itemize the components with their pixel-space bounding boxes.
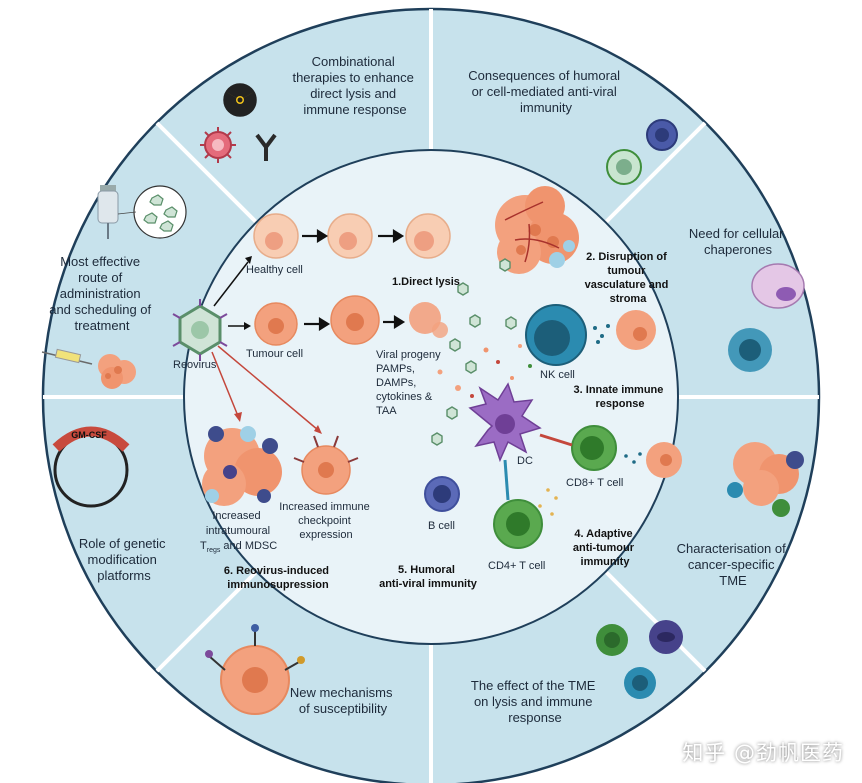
label-immunosuppression: 6. Reovirus-induced immunosupression bbox=[224, 565, 332, 591]
label-cd4: CD4+ T cell bbox=[488, 560, 545, 572]
label-reovirus: Reovirus bbox=[173, 359, 217, 371]
iv-bag-icon bbox=[97, 185, 119, 239]
label-b-cell: B cell bbox=[428, 520, 455, 532]
label-healthy-cell: Healthy cell bbox=[246, 264, 303, 276]
label-tregs: Increased intratumoural bbox=[206, 510, 270, 537]
label-combinational: Combinational therapies to enhance direc… bbox=[292, 54, 417, 117]
mechanism-tumour-icon bbox=[205, 624, 305, 715]
tumour-arrows bbox=[304, 315, 406, 331]
inner-disc bbox=[183, 149, 679, 645]
gmcsf-label: GM-CSF bbox=[71, 430, 107, 440]
reovirus-particle bbox=[172, 299, 228, 361]
viral-progeny-particles bbox=[431, 258, 517, 446]
label-viral-progeny: Viral progeny PAMPs, DAMPs, cytokines & … bbox=[376, 349, 444, 417]
treg-mdsc-cluster bbox=[202, 426, 282, 506]
segment-dividers bbox=[43, 9, 819, 783]
radiation-icon bbox=[223, 83, 257, 117]
label-direct-lysis: 1.Direct lysis bbox=[392, 276, 460, 288]
cd4-t-cell bbox=[493, 459, 543, 549]
label-disruption: 2. Disruption of tumour vasculature and … bbox=[585, 251, 672, 305]
chaperone-cells-icon bbox=[728, 263, 805, 372]
label-consequences: Consequences of humoral or cell-mediated… bbox=[468, 68, 623, 115]
label-mechanisms: New mechanisms of susceptibility bbox=[290, 685, 396, 716]
healthy-cells-row bbox=[253, 213, 451, 259]
reovirus-arrows bbox=[211, 256, 322, 434]
plasmid-icon bbox=[52, 426, 130, 508]
label-humoral: 5. Humoral anti-viral immunity bbox=[379, 564, 478, 590]
tme-cluster-icon bbox=[727, 442, 804, 517]
label-nk-cell: NK cell bbox=[540, 369, 575, 381]
cd8-t-cell bbox=[539, 425, 682, 478]
label-genetic: Role of genetic modification platforms bbox=[79, 536, 169, 583]
label-tumour-cell: Tumour cell bbox=[246, 348, 303, 360]
tumour-cells-row bbox=[254, 295, 448, 346]
healthy-arrows bbox=[302, 229, 405, 243]
antibody-icon bbox=[255, 133, 277, 161]
label-checkpoint: Increased immune checkpoint expression bbox=[279, 501, 373, 541]
debris-dots bbox=[437, 344, 558, 516]
label-dc: DC bbox=[517, 455, 533, 467]
consequences-cells-icon bbox=[606, 119, 678, 185]
label-route: Most effective route of administration a… bbox=[49, 254, 155, 333]
label-cd8: CD8+ T cell bbox=[566, 477, 623, 489]
label-tregs-mdsc: Tregs and MDSC bbox=[200, 540, 277, 554]
tumour-cluster-icon bbox=[98, 354, 136, 389]
syringe-icon bbox=[41, 348, 93, 365]
dendritic-cell bbox=[468, 382, 542, 463]
label-tme-characterisation: Characterisation of cancer-specific TME bbox=[677, 541, 790, 588]
checkpoint-tumour bbox=[293, 435, 359, 495]
watermark: 知乎 @劲帆医药 bbox=[682, 741, 844, 765]
label-tme-effect: The effect of the TME on lysis and immun… bbox=[471, 678, 599, 725]
tme-effect-cells-icon bbox=[596, 620, 683, 699]
b-cell bbox=[424, 476, 460, 512]
virus-zoom-icon bbox=[133, 185, 187, 239]
label-adaptive: 4. Adaptive anti-tumour immunity bbox=[573, 528, 637, 568]
label-innate: 3. Innate immune response bbox=[574, 384, 667, 410]
red-virus-icon bbox=[200, 127, 236, 163]
nk-cell bbox=[525, 304, 656, 366]
label-chaperones: Need for cellular chaperones bbox=[689, 226, 787, 257]
